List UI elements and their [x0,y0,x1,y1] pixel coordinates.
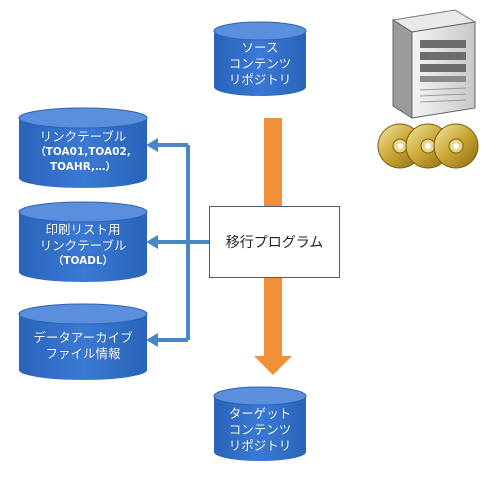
optical-disc-icon [377,123,479,169]
print-link-table-label: 印刷リスト用 リンクテーブル （TOADL） [19,222,147,269]
archive-info-cylinder [18,303,148,380]
target-repo-cylinder [213,386,307,461]
target-repo-line-3: リポジトリ [228,438,292,453]
source-repo-line-2: コンテンツ [228,56,292,71]
target-repo-line-1: ターゲット [228,406,292,421]
archive-info-line-2: ファイル情報 [45,346,121,361]
arrow-head-link-table [146,138,158,152]
link-table-line-1: リンクテーブル [39,129,127,144]
arrow-head-print-link-table [146,235,158,249]
target-repo-line-2: コンテンツ [228,422,292,437]
target-repo-label: ターゲット コンテンツ リポジトリ [214,406,306,454]
source-repo-cylinder [213,21,307,96]
link-table-cylinder [18,107,148,188]
archive-info-line-1: データアーカイブ [33,330,133,345]
arrow-head-archive-info [146,333,158,347]
archive-info-label: データアーカイブ ファイル情報 [19,330,147,362]
link-table-line-3: TOAHR,…） [50,161,116,173]
link-table-line-2: （TOA01,TOA02, [35,146,131,158]
print-link-table-line-3: （TOADL） [52,255,114,267]
output-arrows [152,143,209,342]
source-repo-label: ソース コンテンツ リポジトリ [214,40,306,88]
print-link-table-cylinder [18,201,148,282]
server-tower-icon [391,9,477,119]
migration-program-box: 移行プログラム [209,206,340,278]
print-link-table-line-2: リンクテーブル [39,238,127,253]
source-repo-line-3: リポジトリ [228,72,292,87]
print-link-table-line-1: 印刷リスト用 [45,222,121,237]
link-table-label: リンクテーブル （TOA01,TOA02, TOAHR,…） [19,129,147,175]
migration-program-label: 移行プログラム [225,235,324,251]
source-repo-line-1: ソース [241,40,279,55]
